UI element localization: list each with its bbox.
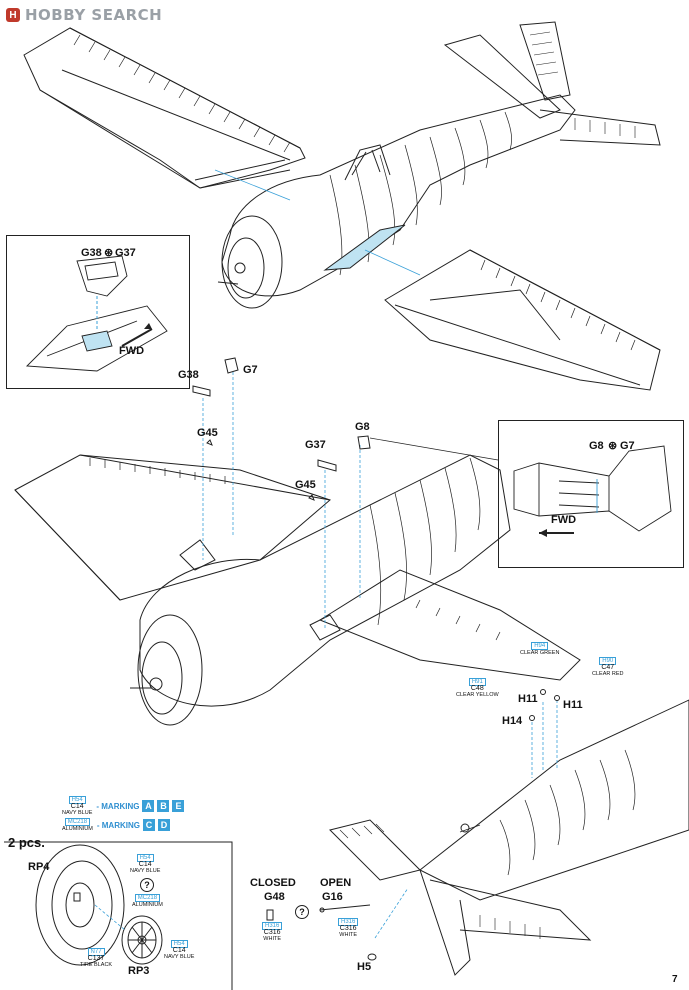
paint-callout-hub: H54 C14 NAVY BLUE bbox=[164, 940, 194, 960]
hook-open-label: OPEN bbox=[320, 877, 352, 889]
inset-right-fwd-label: FWD bbox=[551, 514, 577, 526]
marking-chip-c: C bbox=[142, 819, 155, 831]
marking-label: - MARKING bbox=[96, 801, 140, 811]
marking-chip-b: B bbox=[157, 800, 170, 812]
page-number: 7 bbox=[672, 974, 678, 985]
paint-name: WHITE bbox=[263, 936, 282, 942]
hook-question-icon: ? bbox=[295, 905, 309, 919]
paint-code: MC218 bbox=[64, 818, 91, 826]
label-rp4: RP4 bbox=[28, 861, 50, 873]
paint-name: NAVY BLUE bbox=[130, 868, 161, 874]
logo-badge-icon: H bbox=[6, 8, 20, 22]
legend-paint-1: H54 C14 NAVY BLUE bbox=[62, 796, 92, 816]
paint-name: NAVY BLUE bbox=[164, 954, 195, 960]
wheel-qty-label: 2 pcs. bbox=[8, 835, 45, 850]
bottom-tail-assembly bbox=[329, 699, 689, 976]
marking-row-1: - MARKING A B E bbox=[96, 800, 185, 812]
label-h5: H5 bbox=[357, 961, 372, 973]
g37-part bbox=[317, 459, 337, 472]
paint-number: C48 bbox=[470, 685, 484, 692]
g7-part bbox=[224, 357, 239, 374]
paint-number: C47 bbox=[601, 664, 615, 671]
paint-callout-wheel-mc218: MC218 ALUMINIUM bbox=[132, 894, 163, 908]
inset-top-part-b-label: G37 bbox=[115, 247, 136, 259]
h5-part bbox=[367, 953, 377, 961]
hook-closed-part-label: G48 bbox=[264, 891, 285, 903]
label-h11-b: H11 bbox=[563, 699, 583, 711]
inset-right-drawing bbox=[513, 445, 672, 537]
inset-rear-fuselage-detail: G8 ⊛ G7 FWD bbox=[498, 420, 684, 568]
paint-callout-white-2: H316 C316 WHITE bbox=[338, 918, 359, 938]
paint-name: TIRE BLACK bbox=[80, 962, 113, 968]
hook-open-part-label: G16 bbox=[322, 891, 343, 903]
top-tail bbox=[443, 21, 661, 146]
label-g45-a: G45 bbox=[197, 427, 218, 439]
paint-callout-wheel-h54: H54 C14 NAVY BLUE bbox=[130, 854, 160, 874]
paint-name: CLEAR RED bbox=[592, 671, 624, 677]
paint-callout-tire: N77 C137 TIRE BLACK bbox=[80, 948, 112, 968]
wheel-rp3-drawing bbox=[121, 915, 163, 965]
label-g37: G37 bbox=[305, 439, 326, 451]
g38-part bbox=[192, 385, 211, 397]
inset-top-drawing bbox=[25, 255, 168, 372]
g8-part bbox=[357, 435, 371, 450]
inset-right-part-b-label: G7 bbox=[620, 440, 635, 452]
label-g45-b: G45 bbox=[295, 479, 316, 491]
paint-code: H94 bbox=[531, 642, 549, 650]
paint-number: C137 bbox=[87, 955, 105, 962]
marking-chip-e: E bbox=[172, 800, 185, 812]
paint-callout-white-1: H316 C316 WHITE bbox=[262, 922, 283, 942]
watermark-logo: H HOBBY SEARCH bbox=[6, 6, 162, 24]
inset-top-fwd-label: FWD bbox=[119, 345, 145, 357]
label-g8: G8 bbox=[355, 421, 370, 433]
paint-callout-h91: H91 C48 CLEAR YELLOW bbox=[456, 678, 499, 698]
paint-number: C14 bbox=[138, 861, 152, 868]
marking-chip-a: A bbox=[142, 800, 155, 812]
paint-callout-h94: H94 CLEAR GREEN bbox=[520, 642, 559, 656]
inset-right-circle-icon: ⊛ bbox=[608, 440, 618, 452]
top-fuselage bbox=[217, 94, 576, 309]
paint-name: WHITE bbox=[339, 932, 358, 938]
label-rp3: RP3 bbox=[128, 965, 150, 977]
middle-aircraft bbox=[14, 454, 581, 726]
paint-name: ALUMINIUM bbox=[62, 826, 93, 832]
paint-code: MC218 bbox=[134, 894, 161, 902]
top-left-wing bbox=[23, 27, 306, 189]
hook-closed-part bbox=[266, 909, 274, 921]
paint-number: C14 bbox=[172, 947, 186, 954]
legend-paint-2: MC218 ALUMINIUM bbox=[62, 818, 93, 832]
g45b-part bbox=[308, 494, 315, 501]
logo-text: HOBBY SEARCH bbox=[25, 6, 163, 24]
marking-label: - MARKING bbox=[96, 820, 140, 830]
guide-lines-middle bbox=[202, 372, 361, 630]
hook-closed-label: CLOSED bbox=[250, 877, 296, 889]
paint-name: CLEAR GREEN bbox=[520, 650, 560, 656]
paint-number: C316 bbox=[339, 925, 357, 932]
inset-top-part-a-label: G38 bbox=[81, 247, 102, 259]
paint-name: CLEAR YELLOW bbox=[456, 692, 499, 698]
marking-row-2: - MARKING C D bbox=[97, 819, 170, 831]
paint-number: C14 bbox=[70, 803, 84, 810]
inset-fuel-tank-detail: G38 ⊛ G37 FWD bbox=[6, 235, 190, 389]
marking-legend: H54 C14 NAVY BLUE - MARKING A B E MC218 … bbox=[62, 796, 197, 838]
label-g7: G7 bbox=[243, 364, 258, 376]
top-right-wing bbox=[384, 249, 661, 391]
label-h14: H14 bbox=[502, 715, 523, 727]
paint-number: C316 bbox=[263, 929, 281, 936]
g45a-part bbox=[206, 439, 213, 446]
hook-open-part bbox=[319, 904, 371, 911]
inset-right-part-a-label: G8 bbox=[589, 440, 604, 452]
guide-lines-top bbox=[214, 169, 421, 276]
label-g38: G38 bbox=[178, 369, 199, 381]
guide-lines-bottom bbox=[374, 700, 558, 939]
inset-top-circle-icon: ⊛ bbox=[104, 247, 114, 259]
paint-name: ALUMINIUM bbox=[132, 902, 163, 908]
label-h11-a: H11 bbox=[518, 693, 538, 705]
wheel-question-icon: ? bbox=[140, 878, 154, 892]
paint-callout-h90: H90 C47 CLEAR RED bbox=[592, 657, 623, 677]
marking-chip-d: D bbox=[157, 819, 170, 831]
paint-name: NAVY BLUE bbox=[62, 810, 93, 816]
